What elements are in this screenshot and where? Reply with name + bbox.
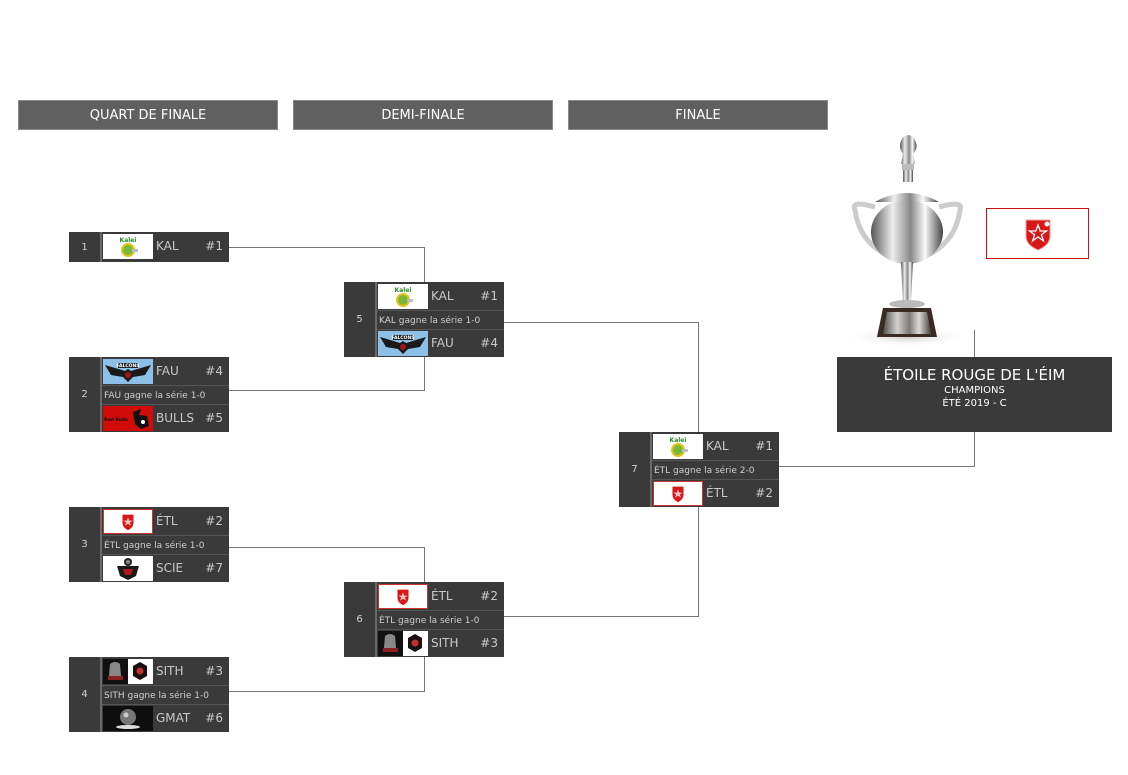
team-seed: #5 [205,411,223,425]
match-number: 7 [619,432,652,507]
team-row[interactable]: SCIE #7 [102,555,229,582]
match-number: 4 [69,657,102,732]
team-name: KAL [431,289,454,303]
etoile-rouge-logo [1025,219,1050,251]
champion-subtitle: CHAMPIONS [944,385,1005,396]
connector-line [229,247,425,248]
etoile-rouge-logo [103,509,153,534]
team-row[interactable]: KAL #1 [377,283,504,310]
series-result: ÉTL gagne la série 1-0 [102,535,229,555]
team-row[interactable]: ÉTL #2 [102,508,229,535]
connector-line [424,356,425,391]
match-number: 6 [344,582,377,657]
connector-line [229,691,425,692]
match-3[interactable]: 3 ÉTL #2 ÉTL gagne la série 1-0 SCIE #7 [69,507,229,582]
team-name: SITH [431,636,459,650]
team-row[interactable]: KAL #1 [652,433,779,460]
connector-line [504,322,699,323]
connector-line [698,506,699,617]
kal-logo [103,234,153,259]
team-row[interactable]: ÉTL #2 [377,583,504,610]
series-result: ÉTL gagne la série 1-0 [377,610,504,630]
match-6[interactable]: 6 ÉTL #2 ÉTL gagne la série 1-0 SITH #3 [344,582,504,657]
match-7[interactable]: 7 KAL #1 ÉTL gagne la série 2-0 ÉTL #2 [619,432,779,507]
team-seed: #1 [755,439,773,453]
team-seed: #4 [480,336,498,350]
team-name: GMAT [156,711,191,725]
team-seed: #7 [205,561,223,575]
team-seed: #1 [205,239,223,253]
team-row[interactable]: FAU #4 [377,330,504,357]
team-seed: #6 [205,711,223,725]
kal-logo [378,284,428,309]
round-header-semifinal: DEMI-FINALE [293,100,553,130]
team-name: ÉTL [156,514,178,528]
team-name: BULLS [156,411,195,425]
team-seed: #2 [205,514,223,528]
match-number: 5 [344,282,377,357]
round-header-final: FINALE [568,100,828,130]
match-number: 2 [69,357,102,432]
series-result: FAU gagne la série 1-0 [102,385,229,405]
team-seed: #2 [480,589,498,603]
champion-logo [986,208,1089,259]
series-result: SITH gagne la série 1-0 [102,685,229,705]
team-name: FAU [156,364,179,378]
team-name: KAL [156,239,179,253]
connector-line [424,656,425,692]
match-4[interactable]: 4 SITH #3 SITH gagne la série 1-0 GMAT #… [69,657,229,732]
connector-line [424,247,425,283]
team-row[interactable]: BULLS #5 [102,405,229,432]
champion-name: ÉTOILE ROUGE DE L'ÉIM [883,366,1066,384]
match-number: 1 [69,232,102,262]
team-name: KAL [706,439,729,453]
team-name: ÉTL [706,486,728,500]
champion-season: ÉTÉ 2019 - C [942,398,1007,409]
connector-line [229,390,425,391]
connector-line [698,322,699,433]
sith-logo [378,631,428,656]
team-seed: #1 [480,289,498,303]
falcons-logo [378,331,428,356]
round-header-quarterfinal: QUART DE FINALE [18,100,278,130]
champion-banner: ÉTOILE ROUGE DE L'ÉIM CHAMPIONS ÉTÉ 2019… [837,357,1112,432]
team-row[interactable]: ÉTL #2 [652,480,779,507]
match-1[interactable]: 1 KAL #1 [69,232,229,262]
kal-logo [653,434,703,459]
connector-line [974,432,975,467]
team-row[interactable]: KAL #1 [102,233,229,260]
trophy-icon [847,135,967,347]
gmat-logo [103,706,153,731]
scie-logo [103,556,153,581]
team-name: SITH [156,664,184,678]
team-seed: #4 [205,364,223,378]
team-name: SCIE [156,561,184,575]
etoile-rouge-logo [378,584,428,609]
team-name: FAU [431,336,454,350]
match-2[interactable]: 2 FAU #4 FAU gagne la série 1-0 BULLS #5 [69,357,229,432]
series-result: ÉTL gagne la série 2-0 [652,460,779,480]
red-bulls-logo [103,406,153,431]
connector-line [974,330,975,357]
team-seed: #3 [205,664,223,678]
series-result: KAL gagne la série 1-0 [377,310,504,330]
connector-line [424,547,425,583]
team-row[interactable]: SITH #3 [102,658,229,685]
team-row[interactable]: FAU #4 [102,358,229,385]
connector-line [229,547,425,548]
etoile-rouge-logo [653,481,703,506]
team-row[interactable]: GMAT #6 [102,705,229,732]
connector-line [504,616,699,617]
sith-logo [103,659,153,684]
match-number: 3 [69,507,102,582]
team-row[interactable]: SITH #3 [377,630,504,657]
falcons-logo [103,359,153,384]
match-5[interactable]: 5 KAL #1 KAL gagne la série 1-0 FAU #4 [344,282,504,357]
team-name: ÉTL [431,589,453,603]
team-seed: #3 [480,636,498,650]
team-seed: #2 [755,486,773,500]
connector-line [779,466,975,467]
